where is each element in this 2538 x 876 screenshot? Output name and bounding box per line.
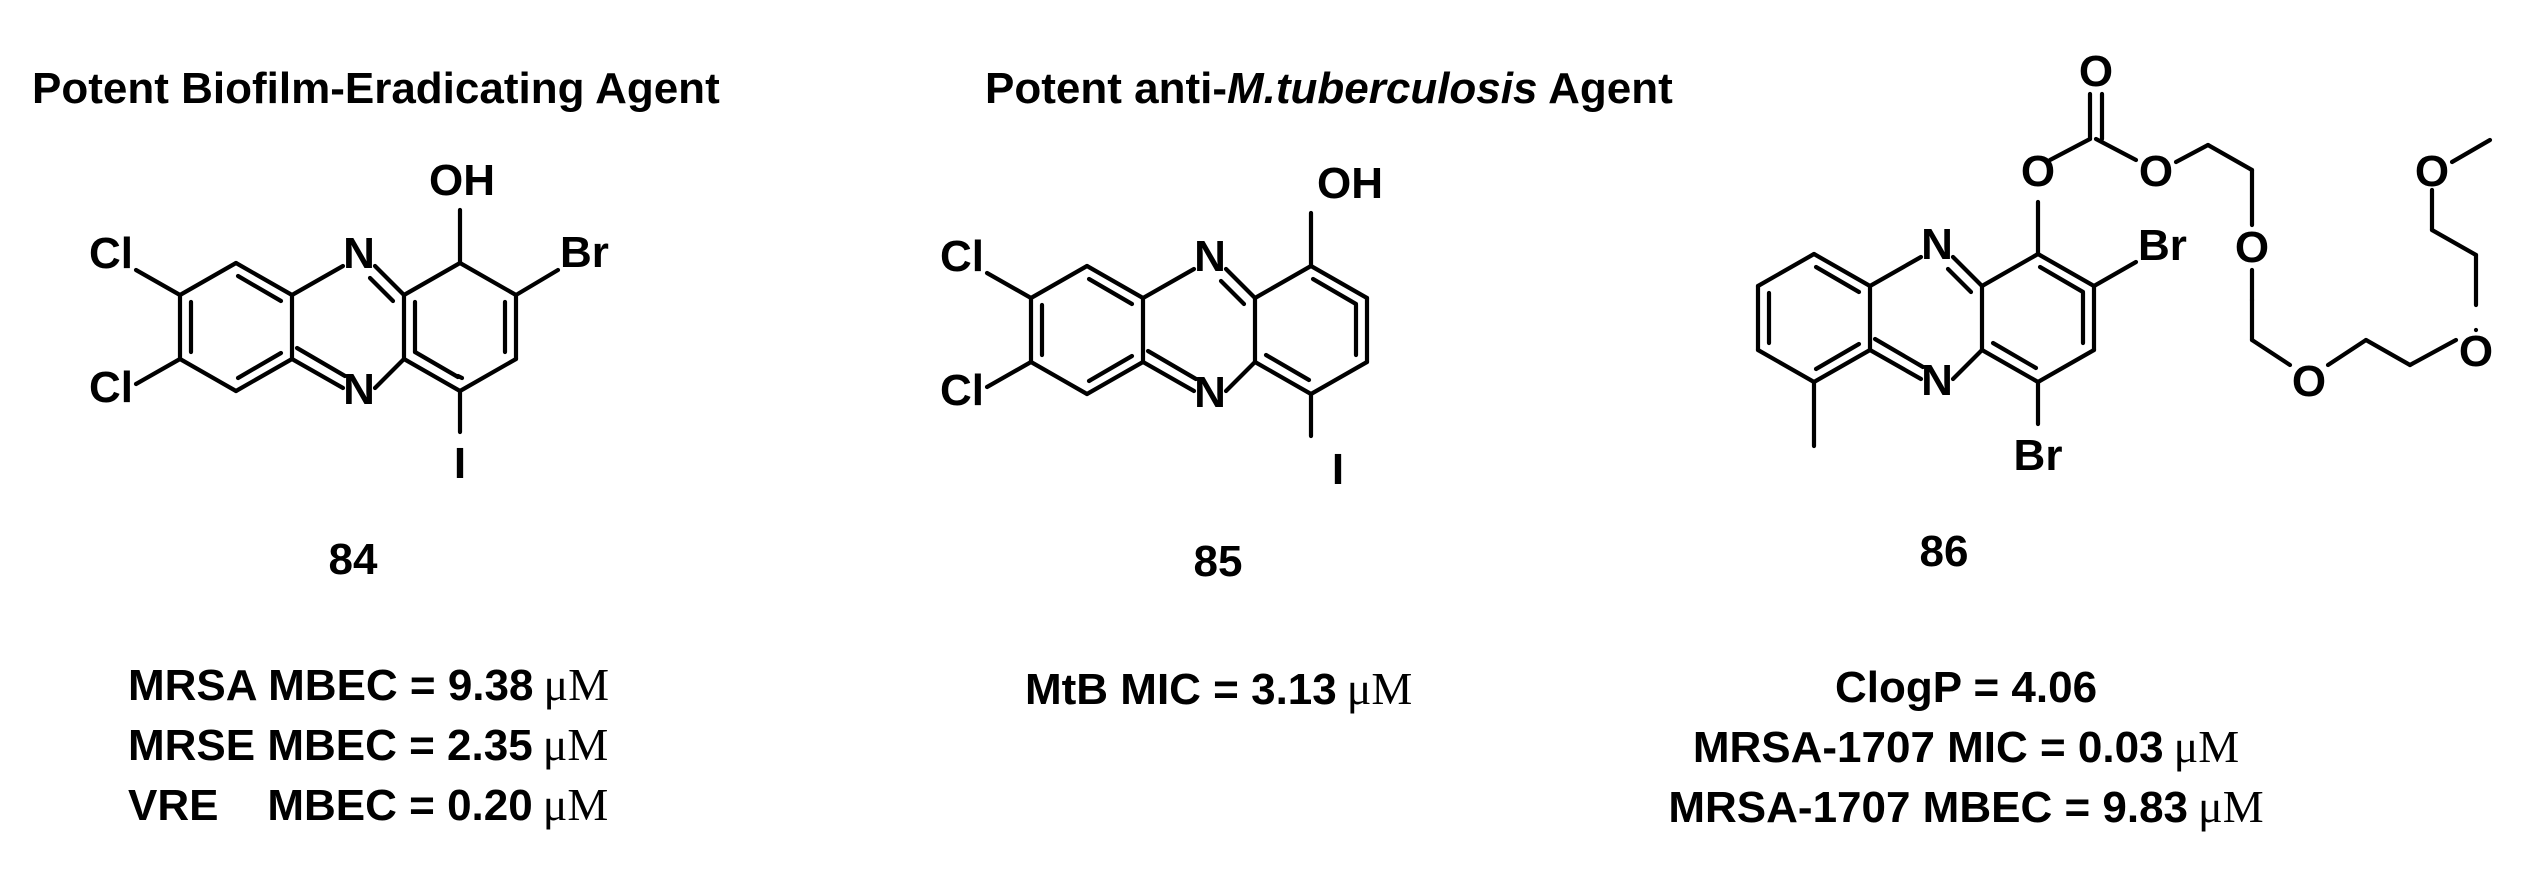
heading-biofilm-agent: Potent Biofilm-Eradicating Agent: [32, 64, 720, 113]
structure-84: [133, 207, 561, 435]
compound-id-84: 84: [329, 535, 378, 584]
atom-86-br1: Br: [2138, 221, 2187, 270]
compound-id-85: 85: [1194, 537, 1243, 586]
atom-86-n2: N: [1921, 356, 1953, 405]
atom-86-o-ester: O: [2021, 147, 2055, 196]
atom-86-o-peg3: O: [2459, 327, 2493, 376]
atom-86-o-peg1: O: [2235, 223, 2269, 272]
atom-86-br2: Br: [2014, 431, 2063, 480]
atom-84-i: I: [454, 439, 466, 488]
atom-84-n1: N: [343, 229, 375, 278]
atom-86-o-carbonate: O: [2139, 147, 2173, 196]
atom-86-o-peg2: O: [2292, 357, 2326, 406]
atom-85-n2: N: [1194, 368, 1226, 417]
atom-84-n2: N: [343, 365, 375, 414]
structure-86: [1755, 91, 2493, 449]
heading-anti-tb-agent: Potent anti-M.tuberculosis Agent: [985, 64, 1673, 113]
atom-86-n1: N: [1921, 220, 1953, 269]
compound-id-86: 86: [1920, 527, 1969, 576]
atom-85-i: I: [1332, 445, 1344, 494]
atom-84-br: Br: [560, 228, 609, 277]
atom-84-cl2: Cl: [89, 363, 133, 412]
atom-86-o-carbonyl: O: [2079, 47, 2113, 96]
structure-85: [984, 210, 1370, 439]
atom-84-cl1: Cl: [89, 229, 133, 278]
atom-84-oh: OH: [429, 156, 495, 205]
atom-85-cl2: Cl: [940, 366, 984, 415]
atom-85-oh: OH: [1317, 159, 1383, 208]
atom-85-n1: N: [1194, 232, 1226, 281]
atom-85-cl1: Cl: [940, 232, 984, 281]
atom-86-o-methoxy: O: [2415, 147, 2449, 196]
property-86-1: ClogP = 4.06: [1835, 663, 2097, 712]
